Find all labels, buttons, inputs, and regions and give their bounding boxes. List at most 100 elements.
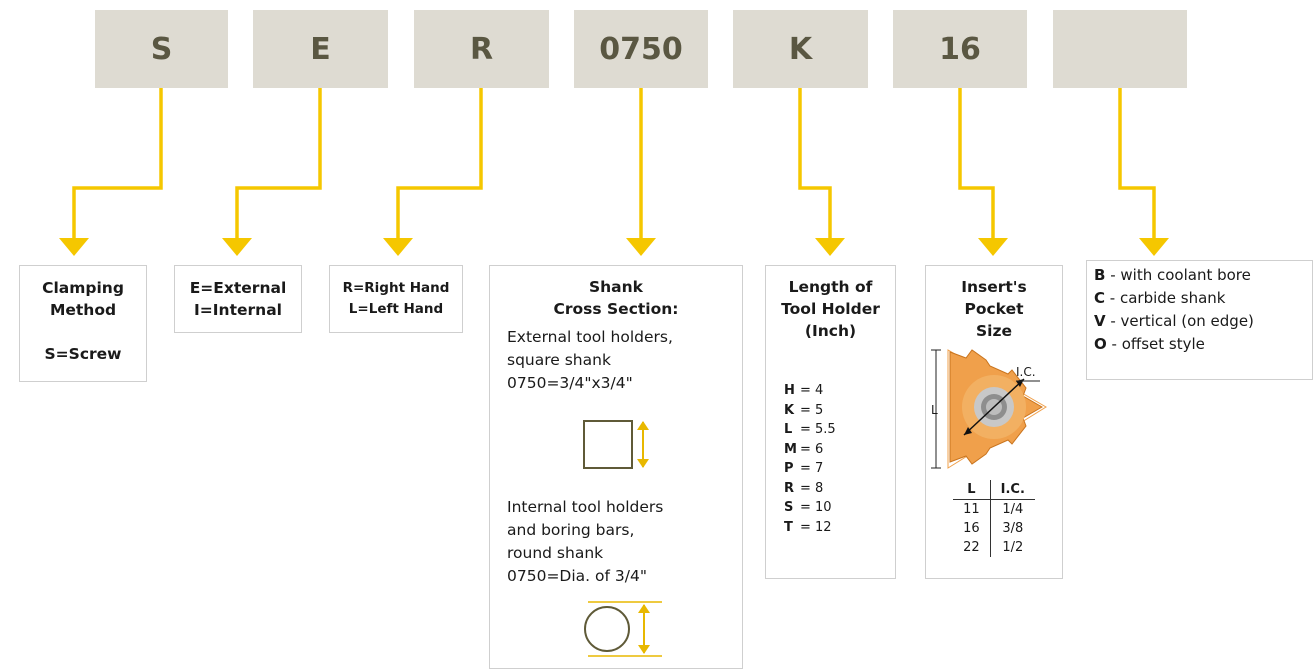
code-text: 0750: [599, 31, 683, 67]
table-cell-ic: 1/4: [1002, 502, 1024, 517]
table-cell-ic: 3/8: [1002, 521, 1024, 536]
code-box-hand: R: [414, 10, 549, 88]
code-box-clamping: S: [95, 10, 228, 88]
length-value: 7: [815, 461, 824, 476]
insert-dim-ic-label: I.C.: [1016, 365, 1036, 379]
length-code: R: [784, 480, 795, 496]
length-code: H: [784, 383, 795, 398]
shank-title: Shank Cross Section:: [490, 266, 742, 320]
shank-title-line2: Cross Section:: [553, 300, 679, 318]
length-code: L: [784, 422, 793, 437]
orientation-box: E=External I=Internal: [174, 265, 302, 333]
hand-line1: R=Right Hand: [342, 280, 450, 296]
table-header-ic: I.C.: [990, 480, 1035, 500]
insert-title: Insert's Pocket Size: [926, 266, 1062, 342]
table-row: 16 3/8: [953, 519, 1035, 538]
length-value: 5.5: [815, 422, 836, 437]
length-row: P= 7: [784, 459, 836, 479]
shank-internal-line1: Internal tool holders: [507, 498, 664, 516]
insert-title-line1: Insert's: [961, 278, 1027, 296]
length-code: S: [784, 500, 794, 515]
clamping-title-line2: Method: [49, 301, 117, 319]
length-equals: =: [800, 500, 816, 515]
code-box-length: K: [733, 10, 868, 88]
shank-external-line3: 0750=3/4"x3/4": [507, 374, 633, 392]
arrow-path-hand: [396, 88, 483, 240]
arrow-head-insert: [978, 238, 1008, 256]
length-value: 6: [815, 441, 824, 457]
option-code: V: [1094, 312, 1106, 330]
shank-internal-line3: round shank: [507, 544, 604, 562]
options-box: B - with coolant bore C - carbide shank …: [1086, 260, 1313, 380]
insert-box: Insert's Pocket Size L I.C. L I.C.: [925, 265, 1063, 579]
arrow-head-orientation: [222, 238, 252, 256]
length-code: K: [784, 402, 795, 418]
option-text: - with coolant bore: [1105, 266, 1251, 284]
length-code: T: [784, 519, 793, 535]
table-row: 11 1/4: [953, 499, 1035, 519]
length-value: 12: [815, 519, 832, 535]
shank-internal-line4: 0750=Dia. of 3/4": [507, 567, 647, 585]
code-box-options: [1053, 10, 1187, 88]
table-cell-l: 16: [953, 519, 991, 538]
length-row: K= 5: [784, 401, 836, 421]
arrow-head-shank: [626, 238, 656, 256]
option-item: O - offset style: [1094, 333, 1312, 356]
length-equals: =: [800, 383, 816, 398]
length-equals: =: [800, 519, 816, 535]
hand-line2: L=Left Hand: [348, 301, 444, 317]
length-code: M: [784, 441, 797, 457]
length-row: R = 8: [784, 479, 836, 499]
insert-title-line2: Pocket: [964, 300, 1024, 318]
shank-title-line1: Shank: [588, 278, 643, 296]
clamping-title-line1: Clamping: [42, 279, 124, 297]
length-value: 10: [815, 500, 832, 515]
length-value: 4: [815, 383, 824, 398]
length-title-line1: Length of: [788, 278, 873, 296]
orientation-line1: E=External: [189, 279, 287, 297]
length-row: T = 12: [784, 518, 836, 538]
hand-box: R=Right Hand L=Left Hand: [329, 265, 463, 333]
insert-diagram-icon: [931, 349, 1047, 469]
arrow-path-length: [798, 88, 832, 240]
code-text: S: [150, 31, 173, 67]
length-row: H = 4: [784, 381, 836, 401]
option-item: V - vertical (on edge): [1094, 310, 1312, 333]
shank-external-line1: External tool holders,: [507, 328, 673, 346]
length-equals: =: [800, 402, 816, 418]
option-item: B - with coolant bore: [1094, 264, 1312, 287]
length-value: 8: [815, 480, 824, 496]
length-title-line3: (Inch): [804, 322, 857, 340]
code-box-insert-size: 16: [893, 10, 1027, 88]
clamping-value: S=Screw: [44, 345, 122, 363]
length-equals: =: [800, 480, 816, 496]
length-title: Length of Tool Holder (Inch): [766, 266, 895, 342]
insert-size-table: L I.C. 11 1/4 16 3/8 22 1/2: [953, 480, 1035, 557]
length-code: P: [784, 461, 794, 476]
table-row: 22 1/2: [953, 538, 1035, 557]
table-header-l: L: [953, 480, 991, 500]
option-text: - offset style: [1106, 335, 1205, 353]
arrow-path-insert: [958, 88, 995, 240]
clamping-method-box: Clamping Method S=Screw: [19, 265, 147, 382]
option-text: - carbide shank: [1105, 289, 1226, 307]
square-shank-icon: [583, 420, 649, 469]
length-equals: =: [800, 441, 816, 457]
insert-dim-l-label: L: [931, 403, 938, 417]
table-cell-l: 11: [953, 499, 991, 519]
shank-box: Shank Cross Section: External tool holde…: [489, 265, 743, 669]
arrow-head-clamping: [59, 238, 89, 256]
option-code: O: [1094, 335, 1107, 353]
length-title-line2: Tool Holder: [781, 300, 880, 318]
option-item: C - carbide shank: [1094, 287, 1312, 310]
code-box-shank: 0750: [574, 10, 708, 88]
insert-title-line3: Size: [975, 322, 1012, 340]
length-row: M= 6: [784, 440, 836, 460]
table-cell-ic: 1/2: [1002, 540, 1024, 555]
code-text: E: [310, 31, 331, 67]
shank-internal-line2: and boring bars,: [507, 521, 635, 539]
shank-external-text: External tool holders, square shank 0750…: [490, 326, 742, 395]
